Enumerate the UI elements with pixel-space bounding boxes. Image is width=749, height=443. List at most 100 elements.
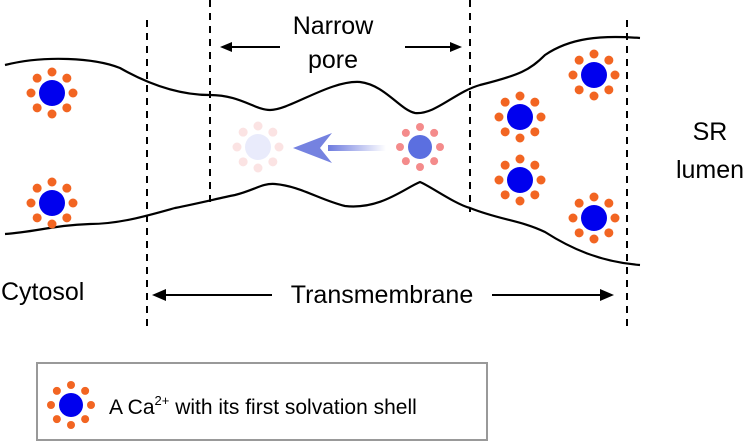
water-molecule [530, 160, 540, 170]
water-molecule [515, 133, 525, 143]
water-molecule [47, 177, 57, 187]
water-molecule [568, 213, 578, 223]
water-molecule [67, 381, 75, 389]
water-molecule [52, 386, 61, 395]
water-molecule [500, 160, 510, 170]
water-molecule [87, 401, 95, 409]
solvated-ca-ion-lumen-1 [568, 49, 620, 101]
water-molecule [26, 198, 36, 208]
solvated-ca-ion-lumen-4 [568, 192, 620, 244]
water-molecule [589, 234, 599, 244]
water-molecule [274, 142, 284, 152]
water-molecule [268, 127, 278, 137]
water-molecule [81, 415, 90, 424]
water-molecule [253, 163, 263, 173]
water-molecule [530, 190, 540, 200]
water-molecule [536, 112, 546, 122]
narrow-pore-left-arrow [220, 42, 280, 52]
water-molecule [68, 198, 78, 208]
water-molecule [32, 183, 42, 193]
water-molecule [430, 157, 439, 166]
water-molecule [494, 112, 504, 122]
water-molecule [500, 97, 510, 107]
label-pore: pore [308, 46, 358, 74]
water-molecule [589, 49, 599, 59]
solvated-ca-ion-cytosol-upper [26, 67, 78, 119]
water-molecule [500, 127, 510, 137]
ca-ion-core [39, 190, 65, 216]
water-molecule [401, 157, 410, 166]
water-molecule [604, 228, 614, 238]
solvated-ca-ion-ghost [232, 121, 284, 173]
ca-ion-core [39, 80, 65, 106]
solvated-ca-ion-cytosol-lower [26, 177, 78, 229]
ca-ion-core [507, 167, 533, 193]
water-molecule [530, 97, 540, 107]
legend-text: A Ca2+ with its first solvation shell [109, 393, 417, 419]
water-molecule [47, 67, 57, 77]
water-molecule [430, 128, 439, 137]
water-molecule [500, 190, 510, 200]
water-molecule [62, 73, 72, 83]
solvated-ca-ion-moving [396, 123, 444, 171]
water-molecule [81, 386, 90, 395]
ca-ion-core [507, 104, 533, 130]
solvated-ca-ion-lumen-3 [494, 154, 546, 206]
water-molecule [604, 85, 614, 95]
water-molecule [32, 73, 42, 83]
ca-ion-core [581, 62, 607, 88]
ca-ion-core [59, 393, 83, 417]
water-molecule [238, 157, 248, 167]
water-molecule [416, 163, 424, 171]
water-molecule [26, 88, 36, 98]
water-molecule [416, 123, 424, 131]
water-molecule [604, 55, 614, 65]
solvated-ca-ion-lumen-2 [494, 91, 546, 143]
label-sr: SR [693, 118, 728, 146]
water-molecule [574, 55, 584, 65]
water-molecule [47, 219, 57, 229]
ca-ion-core [408, 135, 432, 159]
water-molecule [589, 192, 599, 202]
label-cytosol: Cytosol [1, 278, 84, 306]
channel-bottom-wall [4, 180, 641, 267]
water-molecule [610, 213, 620, 223]
water-molecule [232, 142, 242, 152]
water-molecule [589, 91, 599, 101]
water-molecule [515, 154, 525, 164]
water-molecule [610, 70, 620, 80]
water-molecule [515, 196, 525, 206]
water-molecule [68, 88, 78, 98]
water-molecule [530, 127, 540, 137]
narrow-pore-right-arrow [405, 42, 462, 52]
ion-motion-arrow [293, 133, 386, 163]
water-molecule [396, 143, 404, 151]
water-molecule [52, 415, 61, 424]
water-molecule [62, 213, 72, 223]
water-molecule [515, 91, 525, 101]
water-molecule [62, 103, 72, 113]
water-molecule [536, 175, 546, 185]
water-molecule [268, 157, 278, 167]
water-molecule [238, 127, 248, 137]
water-molecule [574, 228, 584, 238]
label-transmembrane: Transmembrane [291, 281, 473, 309]
channel-top-wall [4, 35, 641, 115]
water-molecule [604, 198, 614, 208]
legend-superscript: 2+ [155, 393, 170, 408]
water-molecule [568, 70, 578, 80]
water-molecule [401, 128, 410, 137]
label-lumen: lumen [676, 156, 744, 184]
water-molecule [62, 183, 72, 193]
water-molecule [32, 103, 42, 113]
legend-ion-icon [47, 381, 95, 429]
water-molecule [47, 401, 55, 409]
water-molecule [574, 85, 584, 95]
transmembrane-arrow [152, 289, 614, 301]
legend-box [36, 362, 488, 441]
legend-text-prefix: A Ca [109, 396, 155, 419]
water-molecule [253, 121, 263, 131]
water-molecule [494, 175, 504, 185]
